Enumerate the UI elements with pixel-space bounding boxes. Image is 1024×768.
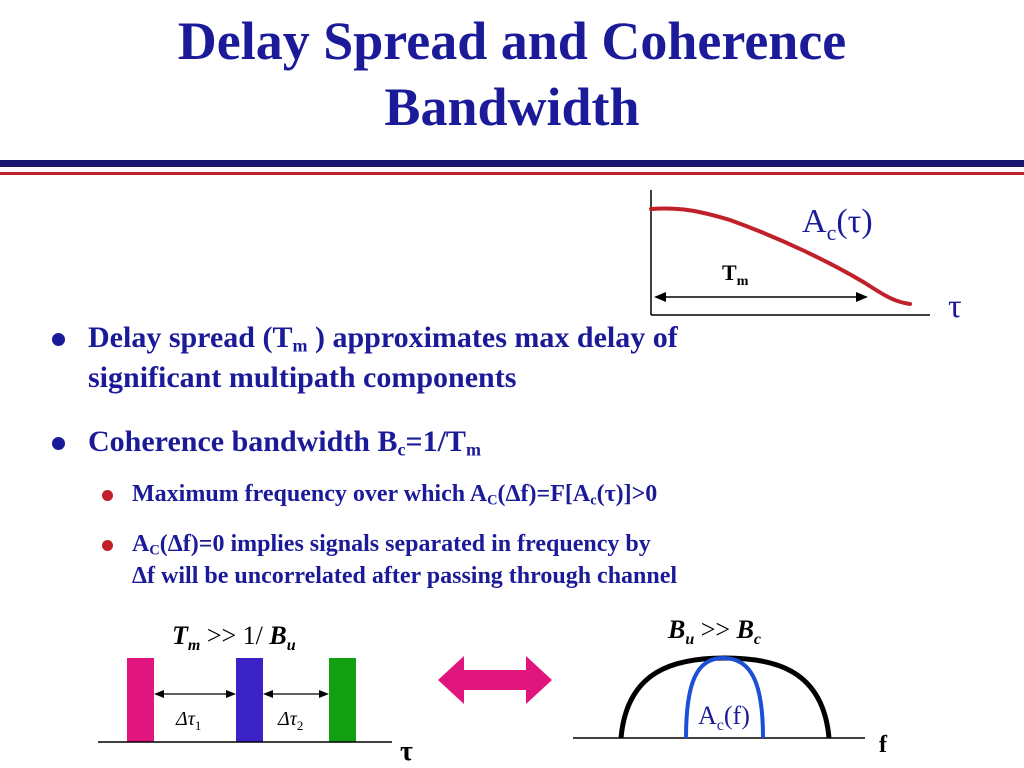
title-line-1: Delay Spread and Coherence	[177, 11, 847, 71]
ac-f-curve	[684, 655, 765, 739]
equivalence-double-arrow	[438, 656, 552, 704]
subbullet-dot-2	[102, 540, 113, 551]
tm-arrow-left-head	[654, 292, 666, 302]
path-bar-2	[236, 658, 263, 742]
tau-axis-label: τ	[400, 736, 413, 767]
delta-tau-2-right-head	[319, 690, 329, 698]
title-line-2: Bandwidth	[384, 77, 640, 137]
subbullet-uncorrelated-line2: Δf will be uncorrelated after passing th…	[132, 563, 678, 589]
tm-label: Tm	[722, 260, 749, 289]
ac-f-label: Ac(f)	[698, 701, 750, 734]
delta-tau-1-right-head	[226, 690, 236, 698]
title-divider-blue	[0, 160, 1024, 167]
f-axis-label: f	[879, 732, 888, 758]
path-bar-1	[127, 658, 154, 742]
delta-tau-1-label: Δτ1	[175, 708, 201, 733]
bu-gg-bc-condition: Bu >> Bc	[667, 615, 761, 648]
bullet-coherence-bandwidth: Coherence bandwidth Bc=1/Tm	[88, 425, 481, 460]
delta-tau-1-left-head	[154, 690, 164, 698]
slide-title: Delay Spread and Coherence Bandwidth	[0, 8, 1024, 140]
ac-tau-curve	[649, 206, 912, 306]
bullet-delay-spread: Delay spread (Tm ) approximates max dela…	[88, 318, 678, 398]
subbullet-uncorrelated: AC(Δf)=0 implies signals separated in fr…	[132, 528, 677, 592]
bullet-delay-spread-line1: Delay spread (Tm ) approximates max dela…	[88, 321, 678, 356]
delta-tau-2-label: Δτ2	[277, 708, 303, 733]
tau-axis-label: τ	[948, 288, 962, 325]
ac-tau-label: Ac(τ)	[802, 203, 873, 245]
path-bar-3	[329, 658, 356, 742]
bullet-dot-2	[52, 437, 65, 450]
subbullet-max-frequency: Maximum frequency over which AC(Δf)=F[Ac…	[132, 481, 658, 509]
multipath-diagram: Tm >> 1/ Bu Δτ1 Δτ2 τ	[98, 621, 413, 767]
title-divider-red	[0, 172, 1024, 175]
subbullet-uncorrelated-line1: AC(Δf)=0 implies signals separated in fr…	[132, 531, 651, 559]
subbullet-dot-1	[102, 490, 113, 501]
bullet-dot-1	[52, 333, 65, 346]
bullet-delay-spread-line2: significant multipath components	[88, 361, 517, 394]
tm-arrow-right-head	[856, 292, 868, 302]
delay-profile-plot: Tm Ac(τ) τ	[649, 190, 962, 325]
delta-tau-2-left-head	[263, 690, 273, 698]
frequency-diagram: Bu >> Bc Ac(f) f	[573, 615, 888, 758]
tm-gg-bu-condition: Tm >> 1/ Bu	[172, 621, 296, 654]
